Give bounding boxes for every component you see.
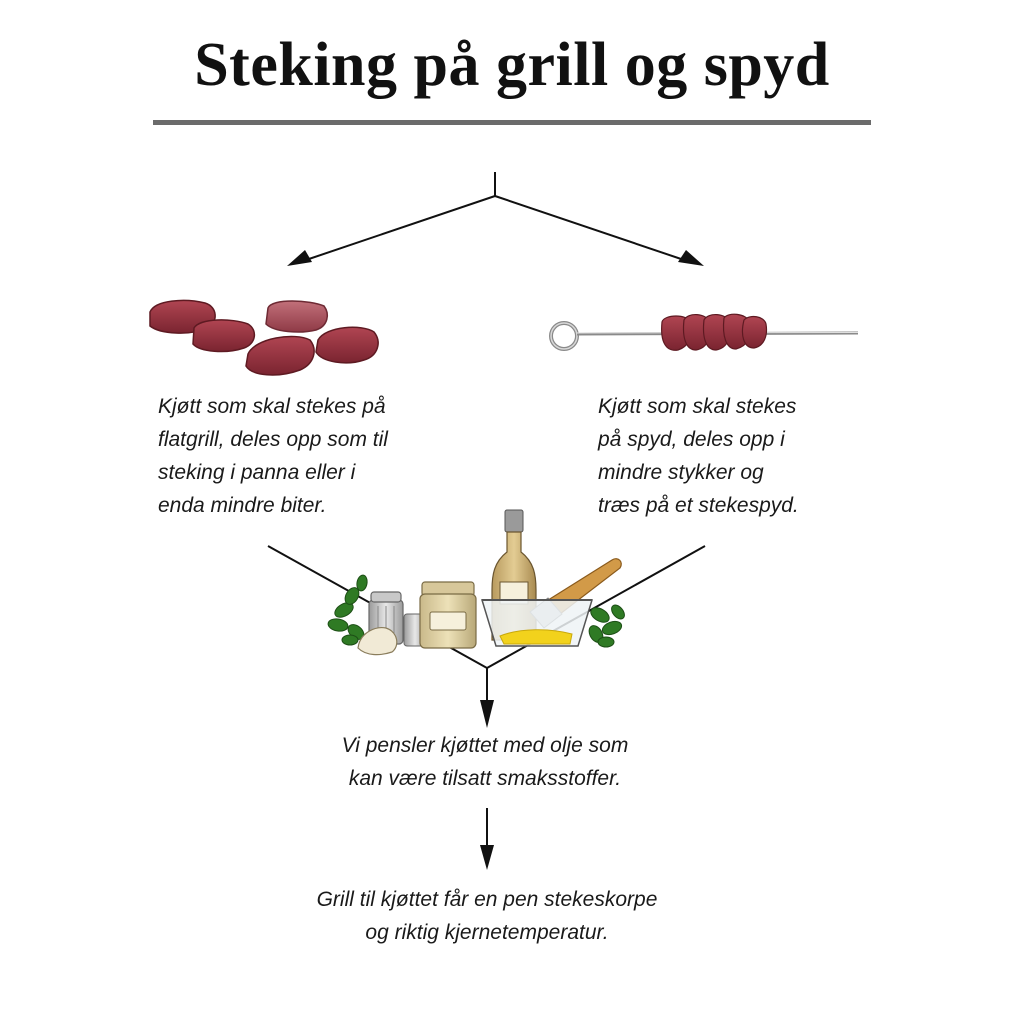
text-line: Kjøtt som skal stekes bbox=[598, 395, 797, 418]
jar-icon bbox=[419, 581, 477, 649]
arrowhead-right bbox=[678, 250, 704, 266]
garlic-icon bbox=[357, 627, 398, 656]
text-line: på spyd, deles opp i bbox=[598, 428, 785, 451]
herb-icon bbox=[588, 604, 625, 648]
split-arrows bbox=[299, 172, 691, 263]
herb-icon bbox=[327, 574, 368, 646]
merge-lines bbox=[267, 545, 706, 845]
title-underline bbox=[153, 120, 871, 125]
flatgrill-description: Kjøtt som skal stekes på flatgrill, dele… bbox=[158, 390, 388, 522]
arrowhead-left bbox=[287, 250, 312, 266]
text-line: steking i panna eller i bbox=[158, 461, 356, 484]
text-line: Kjøtt som skal stekes på bbox=[158, 395, 386, 418]
text-line: kan være tilsatt smaksstoffer. bbox=[348, 767, 622, 790]
seasoning-ingredients-icon bbox=[327, 509, 625, 656]
oil-bowl-icon bbox=[480, 599, 594, 647]
text-line: mindre stykker og bbox=[598, 461, 764, 484]
text-line: flatgrill, deles opp som til bbox=[158, 428, 388, 451]
page-title: Steking på grill og spyd bbox=[194, 31, 830, 99]
grill-step-text: Grill til kjøttet får en pen stekeskorpe… bbox=[0, 883, 974, 949]
oil-step-text: Vi pensler kjøttet med olje som kan være… bbox=[0, 729, 970, 795]
text-line: enda mindre biter. bbox=[158, 494, 327, 517]
skewer-icon bbox=[549, 313, 859, 351]
arrowhead-down-1 bbox=[480, 700, 494, 728]
text-line: Grill til kjøttet får en pen stekeskorpe bbox=[316, 888, 658, 911]
text-line: Vi pensler kjøttet med olje som bbox=[341, 734, 629, 757]
meat-pieces-icon bbox=[149, 299, 379, 376]
text-line: træs på et stekespyd. bbox=[598, 494, 799, 517]
skewer-description: Kjøtt som skal stekes på spyd, deles opp… bbox=[598, 390, 799, 522]
arrowhead-down-2 bbox=[480, 845, 494, 870]
text-line: og riktig kjernetemperatur. bbox=[365, 921, 609, 944]
